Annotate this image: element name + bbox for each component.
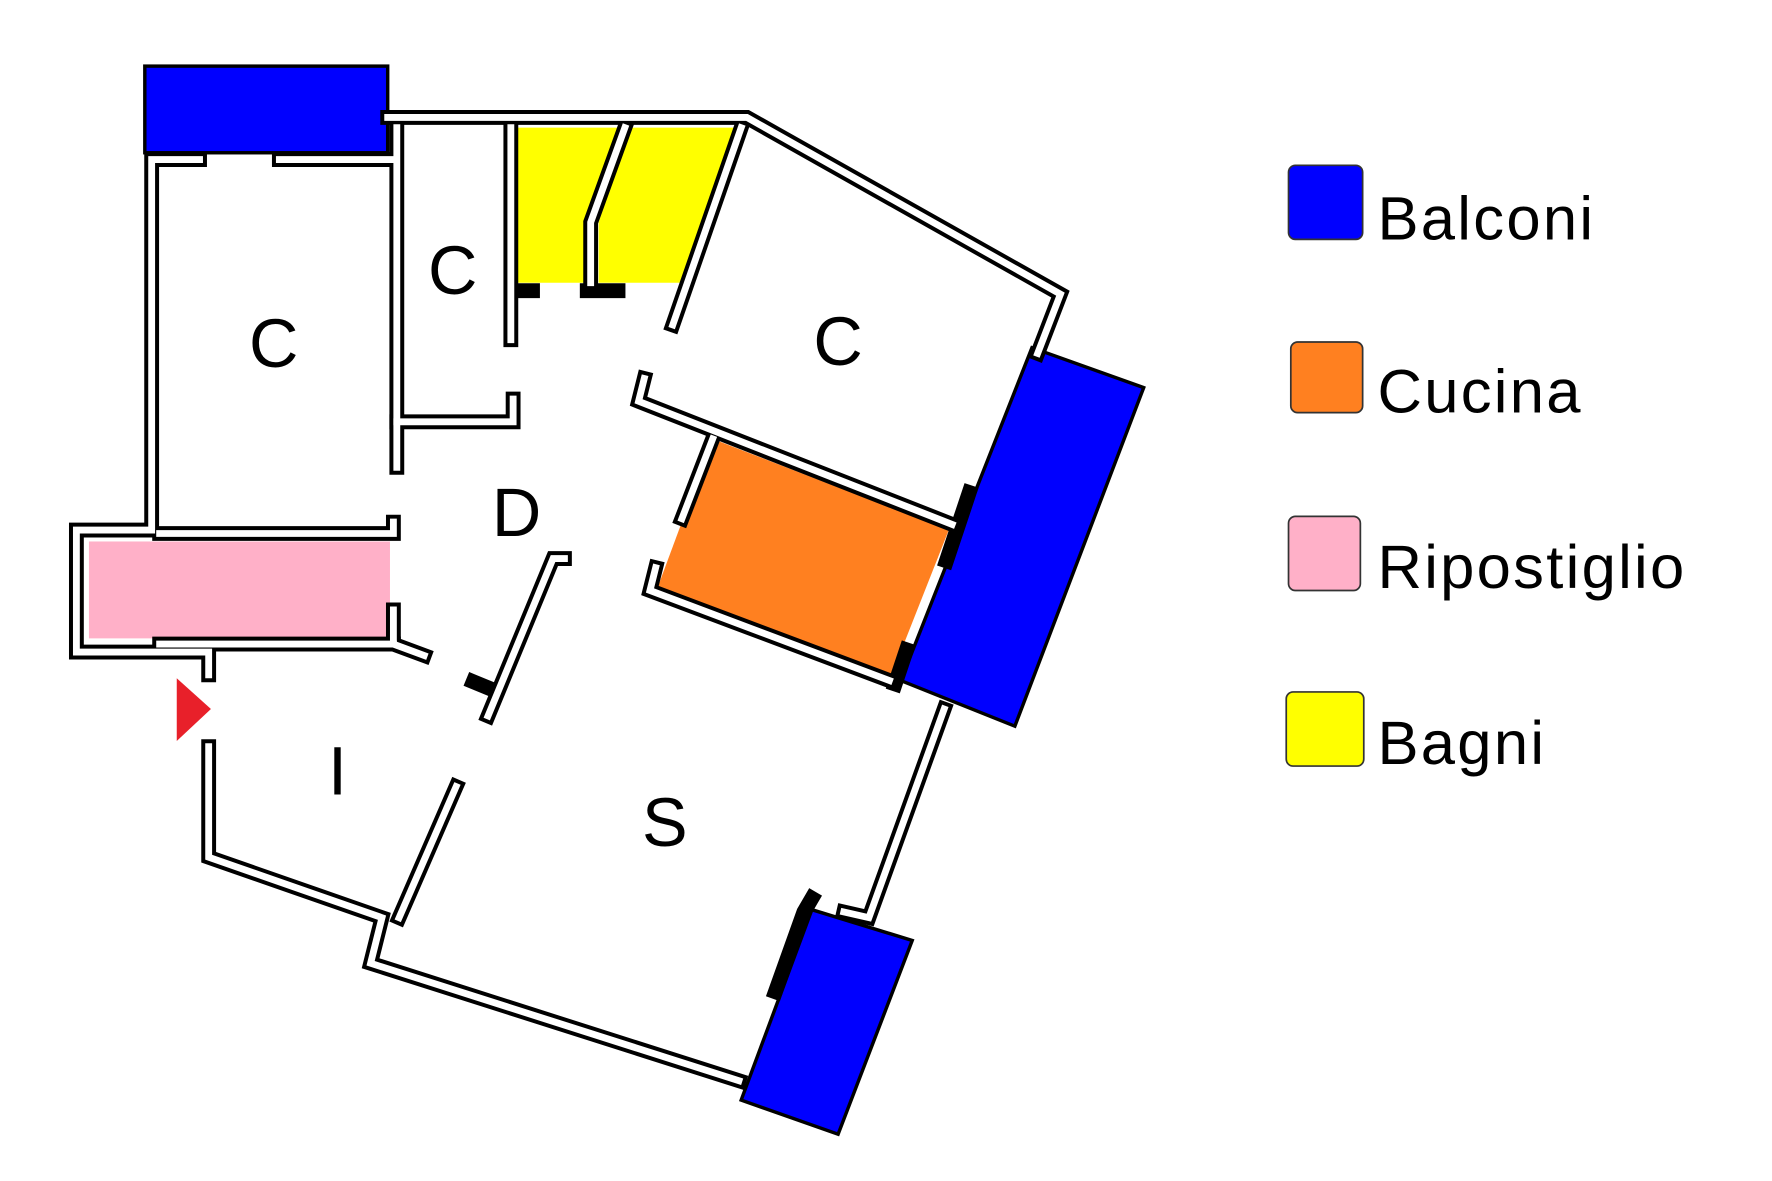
legend-swatch-cucina <box>1289 341 1364 414</box>
balcony-right <box>898 345 1146 729</box>
storage-area <box>88 541 390 639</box>
balcony-top <box>143 64 390 155</box>
room-label-camera-2: C <box>428 233 477 309</box>
room-label-camera-1: C <box>249 306 298 382</box>
legend: Balconi Cucina Ripostiglio Bagni <box>1285 164 1686 778</box>
entrance-arrow-icon <box>176 678 211 741</box>
room-label-soggiorno: S <box>642 785 688 861</box>
legend-label-balconi: Balconi <box>1377 184 1595 253</box>
legend-label-cucina: Cucina <box>1377 358 1582 427</box>
legend-label-bagni: Bagni <box>1377 709 1546 778</box>
room-label-ingresso: I <box>328 734 347 810</box>
room-label-camera-3: C <box>813 304 862 380</box>
legend-swatch-bagni <box>1285 691 1365 767</box>
legend-swatch-balconi <box>1287 164 1364 241</box>
bathroom-2 <box>598 127 736 283</box>
bathroom-1 <box>516 127 625 283</box>
balcony-bottom <box>738 907 915 1137</box>
legend-swatch-ripostiglio <box>1287 515 1362 592</box>
room-label-disimpegno: D <box>492 475 541 551</box>
legend-label-ripostiglio: Ripostiglio <box>1377 533 1686 602</box>
